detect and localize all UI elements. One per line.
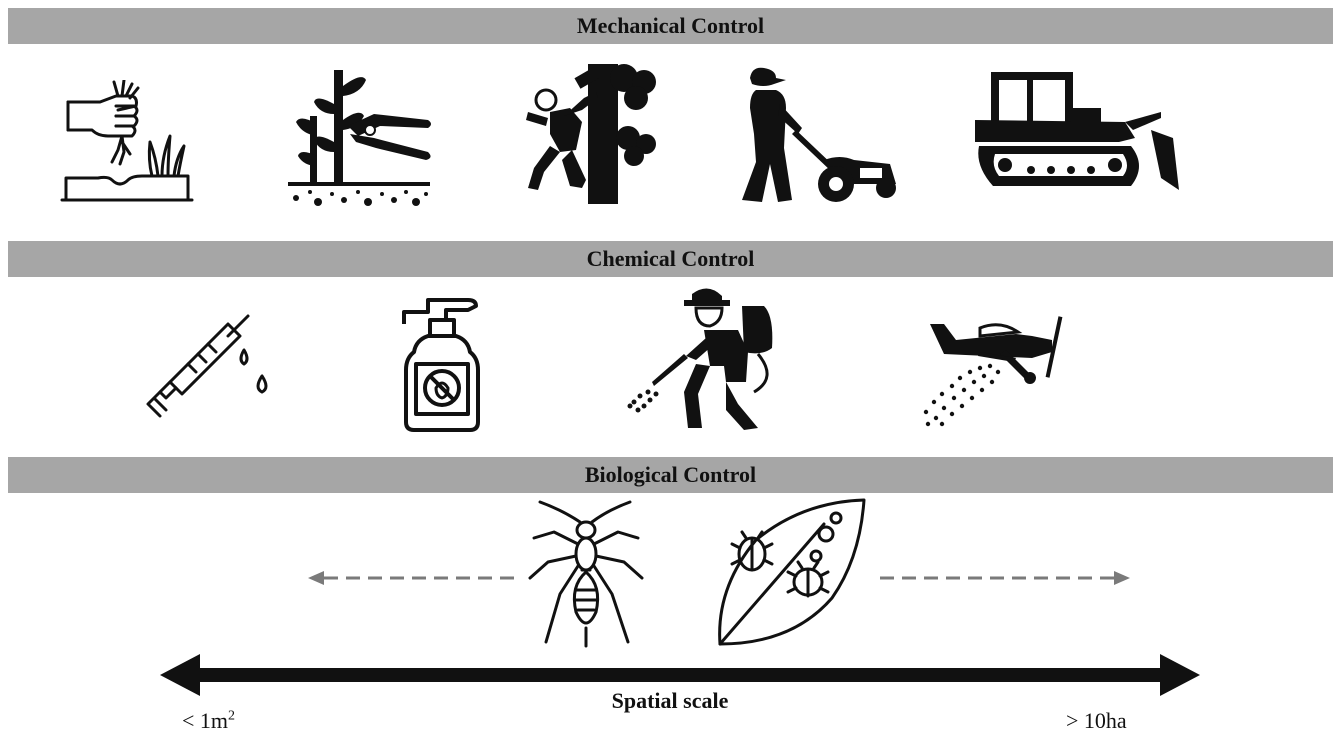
scale-min-label: < 1m2 <box>182 708 235 734</box>
biological-control-header: Biological Control <box>8 457 1333 493</box>
left-dashed-arrow <box>308 571 514 585</box>
hand-weeding-icon <box>60 80 194 202</box>
mechanical-control-header: Mechanical Control <box>8 8 1333 44</box>
bulldozer-icon <box>975 72 1179 190</box>
lawn-mower-icon <box>742 67 896 202</box>
right-dashed-arrow <box>880 571 1130 585</box>
mechanical-control-title: Mechanical Control <box>576 13 765 38</box>
chemical-control-header: Chemical Control <box>8 241 1333 277</box>
chemical-control-title: Chemical Control <box>586 246 755 271</box>
syringe-injection-icon <box>146 314 268 418</box>
parasitoid-wasp-icon <box>528 500 644 648</box>
leaf-beetles-icon <box>718 498 866 646</box>
scale-min-exponent: 2 <box>228 708 236 724</box>
scale-max-label: > 10ha <box>1066 708 1127 733</box>
tree-climber-chainsaw-icon <box>526 64 656 204</box>
spatial-scale-arrow <box>160 654 1200 696</box>
biological-control-title: Biological Control <box>584 462 757 487</box>
spatial-scale-label: Spatial scale <box>611 688 729 713</box>
crop-duster-plane-icon <box>923 316 1063 427</box>
scale-min-text: < 1m <box>182 708 229 733</box>
pruning-shears-icon <box>288 70 431 206</box>
backpack-sprayer-icon <box>627 288 773 430</box>
spray-bottle-icon <box>402 298 480 432</box>
